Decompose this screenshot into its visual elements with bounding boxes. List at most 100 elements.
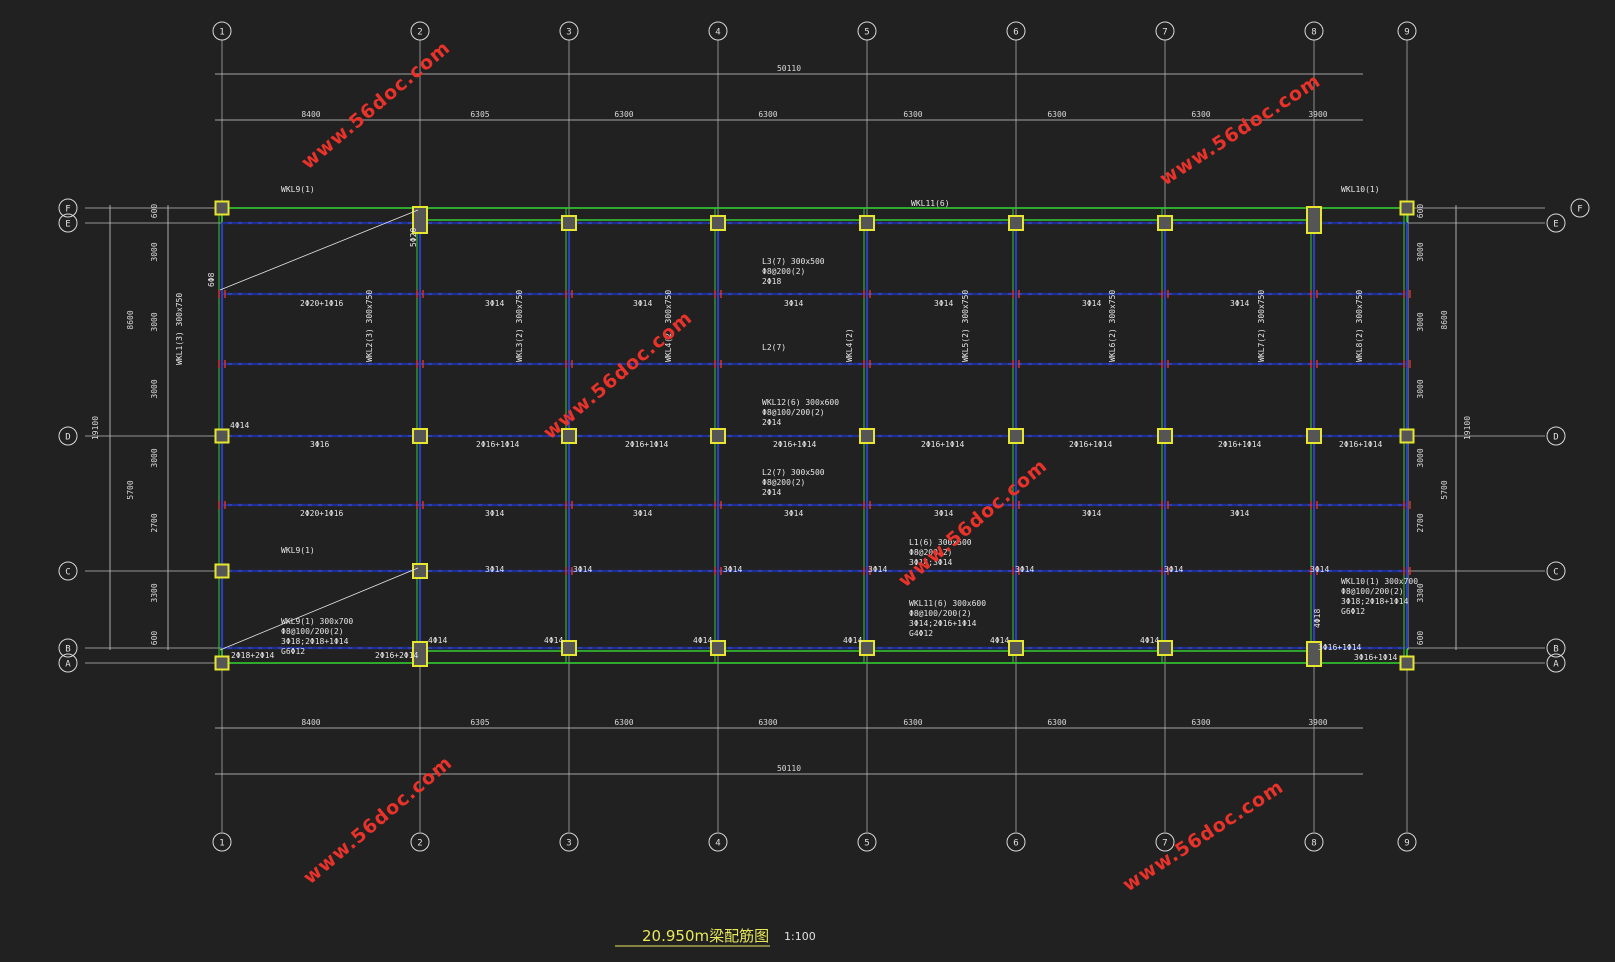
dim-right-span: 600 [1416,631,1425,646]
dim-top-span: 6300 [903,110,922,119]
column [859,428,875,444]
dim-total-left: 19100 [91,416,100,440]
axis-bubble [1304,21,1324,41]
axis-bubble [58,213,78,233]
beam-label: G4Φ12 [909,629,933,638]
axis-label: 2 [417,839,422,849]
watermark: www.56doc.com [299,752,457,889]
dim-bottom-span: 6300 [758,718,777,727]
axis-label: 7 [1162,839,1167,849]
beam-label: 2Φ14 [762,418,781,427]
axis-bubble [1397,21,1417,41]
axis-label: C [1553,568,1558,578]
beam-label: L1(6) 300x500 [909,538,972,547]
axis-label: 9 [1404,839,1409,849]
rebar-mark: 3Φ14 [1082,299,1101,308]
rebar-mark: 4Φ14 [544,636,563,645]
axis-label: 6 [1013,28,1018,38]
beam-label: Φ8@200(2) [762,267,805,276]
rebar-mark: 4Φ14 [230,421,249,430]
rebar-mark: 3Φ14 [485,509,504,518]
axis-bubble [410,832,430,852]
vbeam-label: WKL8(2) 300x750 [1355,290,1364,362]
axis-label: D [65,433,70,443]
axis-bubble [1546,426,1566,446]
watermark: www.56doc.com [297,37,455,174]
axis-bubble [708,832,728,852]
rebar-mark: 3Φ14 [1015,565,1034,574]
axis-bubble [58,198,78,218]
dimension-texts: 50110 8400 6305 6300 6300 6300 6300 6300… [91,64,1472,773]
dim-left-span: 3000 [150,242,159,261]
column [412,563,428,579]
column [710,215,726,231]
axis-label: A [1553,660,1559,670]
dim-left-group: 5700 [126,480,135,499]
dim-top-span: 3900 [1308,110,1327,119]
rebar-mark: 5Φ20 [409,228,418,247]
column [710,428,726,444]
axis-label: 9 [1404,28,1409,38]
column [1306,206,1322,234]
rebar-mark: 2Φ16+1Φ14 [1218,440,1262,449]
column [1399,200,1415,216]
top-dimensions [109,73,1457,775]
axis-label: 4 [715,28,720,38]
axis-label: F [1577,205,1582,215]
column [1306,428,1322,444]
dim-bottom-span: 6300 [1047,718,1066,727]
axis-label: B [1553,645,1558,655]
dim-right-span: 3000 [1416,448,1425,467]
watermarks: www.56doc.com www.56doc.com www.56doc.co… [297,37,1325,897]
dim-top-span: 6300 [1191,110,1210,119]
rebar-marks: 2Φ20+1Φ16 3Φ14 3Φ14 3Φ14 3Φ14 3Φ14 3Φ14 … [207,228,1398,662]
drawing-title: 20.950m梁配筋图 [642,927,769,945]
axis-bubble [212,832,232,852]
axis-bubble [1155,832,1175,852]
column [412,206,428,234]
rebar-mark: 4Φ14 [990,636,1009,645]
axis-bubble [58,638,78,658]
dim-right-span: 3000 [1416,379,1425,398]
watermark: www.56doc.com [1156,70,1325,190]
column [1157,640,1173,656]
watermark: www.56doc.com [1119,776,1288,896]
axis-label: C [65,568,70,578]
rebar-mark: 2Φ20+1Φ16 [300,509,344,518]
beam-label: WKL12(6) 300x600 [762,398,839,407]
vbeam-label: WKL4(2) 300x750 [664,290,673,362]
rebar-mark: 4Φ14 [843,636,862,645]
watermark: www.56doc.com [539,307,697,444]
column [859,640,875,656]
column [1399,428,1415,444]
beam-label: WKL10(1) [1341,185,1380,194]
dim-bottom-span: 6300 [1191,718,1210,727]
dim-right-span: 3000 [1416,242,1425,261]
rebar-mark: 2Φ18+2Φ14 [231,651,275,660]
beam-label: WKL11(6) [911,199,950,208]
dim-right-group: 8600 [1440,310,1449,329]
beam-label: WKL10(1) 300x700 [1341,577,1418,586]
axis-label: F [65,205,70,215]
axis-bubble [857,21,877,41]
dim-left-span: 600 [150,204,159,219]
beams [218,207,1411,664]
dim-right-group: 5700 [1440,480,1449,499]
dim-left-span: 600 [150,631,159,646]
beam-label: WKL11(6) 300x600 [909,599,986,608]
dim-left-span: 3000 [150,448,159,467]
column [214,200,230,216]
axis-label: 2 [417,28,422,38]
axis-label: E [65,220,70,230]
vbeam-label: WKL6(2) 300x750 [1108,290,1117,362]
dim-top-span: 6300 [614,110,633,119]
axis-label: 8 [1311,28,1316,38]
rebar-mark: 3Φ14 [1310,565,1329,574]
column [1008,428,1024,444]
axis-label: 3 [566,28,571,38]
axis-bubble [212,21,232,41]
axis-bubble [708,21,728,41]
beam-label: Φ8@100/200(2) [762,408,825,417]
rebar-mark: 3Φ14 [633,299,652,308]
